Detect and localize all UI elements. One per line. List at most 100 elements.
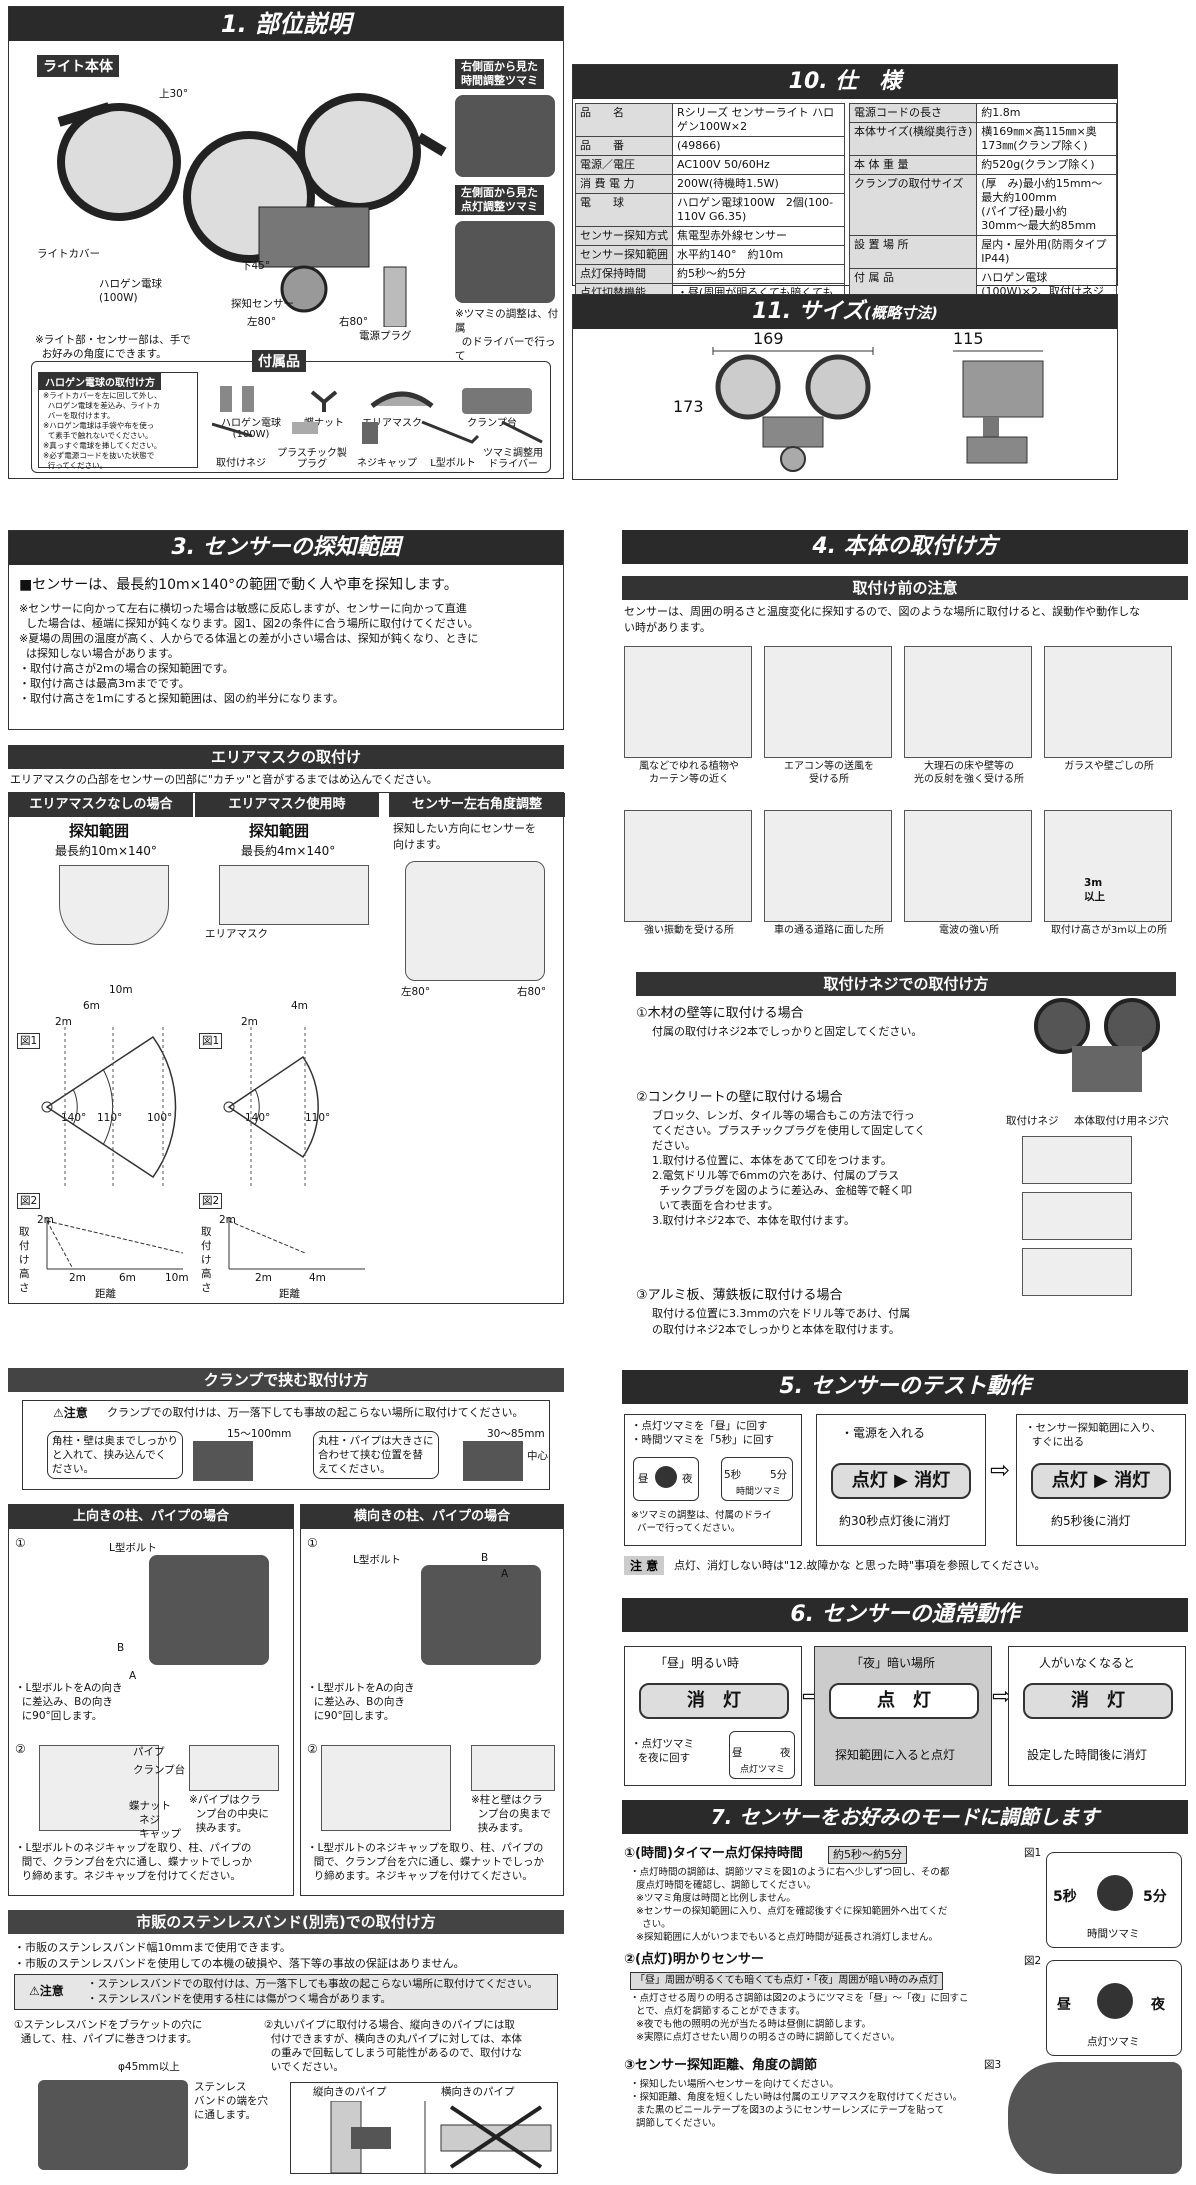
mask-title: エリアマスクの取付け (8, 745, 564, 769)
spec-value: Rシリーズ センサーライト ハロゲン100W×2 (672, 103, 845, 137)
range-fan-right (223, 1027, 319, 1187)
noone-label: 人がいなくなると (1039, 1656, 1136, 1670)
t2-tag: 「昼」周囲が明るくても暗くても点灯・「夜」周囲が暗い時のみ点灯 (630, 1972, 944, 1990)
cover-label: ライトカバー (37, 248, 100, 260)
band-section: 市販のステンレスバンド(別売)での取付け方 ・市販のステンレスバンド幅10mmま… (8, 1910, 564, 2178)
section-7-title: 7. センサーをお好みのモードに調節します (622, 1800, 1188, 1834)
clamp-tip-1: 角柱・壁は奥までしっかり と入れて、挟み込んでく ださい。 (47, 1431, 183, 1479)
place-illustration (764, 646, 892, 758)
range2-sub: 最長約4m×140° (241, 844, 336, 858)
side-step-1: ・L型ボルトをAの向き に差込み、Bの向き に90°回します。 (307, 1682, 415, 1722)
knob-5m: 5分 (770, 1469, 788, 1481)
col-adjust: センサー左右角度調整 (389, 793, 565, 817)
knob-5s: 5秒 (724, 1469, 742, 1481)
angle-right-label: 右80° (339, 316, 369, 328)
sensor-label: 探知センサー (231, 298, 294, 310)
wall-mount-illustration (1034, 998, 1160, 1092)
left-side-illustration (455, 221, 555, 303)
spec-value: (厚 み)最小約15mm〜最大約100mm (パイプ径)最小約30mm〜最大約8… (976, 174, 1117, 236)
side-view-left (46, 1217, 184, 1270)
test-step-3-text: ・センサー探知範囲に入り、 すぐに出る (1025, 1422, 1162, 1448)
up-pipe-detail (189, 1745, 279, 1791)
main-body-label: ライト本体 (37, 55, 119, 77)
bright-label: 「昼」明るい時 (655, 1656, 740, 1670)
tape-figure (1008, 2062, 1182, 2174)
t2-text: ・点灯させる周りの明るさ調節は図2のようにツマミを「昼」〜「夜」に回すこ とで、… (630, 1993, 969, 2043)
test-onoff-1: 点灯 ▶ 消灯 (831, 1463, 971, 1499)
fig1-label: 図1 (1024, 1847, 1042, 1859)
range1-sub: 最長約10m×140° (55, 844, 157, 858)
plug-step-2 (1022, 1192, 1132, 1240)
place-illustration (624, 810, 752, 922)
fig2-label: 図2 (1024, 1955, 1042, 1967)
up-pipe-illustration (39, 1745, 159, 1831)
section-11-title-text: 11. サイズ (752, 299, 865, 324)
spec-key: 品 番 (575, 136, 673, 156)
spec-value: 水平約140° 約10m (672, 245, 845, 265)
height-2m: 2m (37, 1214, 54, 1226)
x-6m: 6m (119, 1272, 136, 1284)
after-5s: 約5秒後に消灯 (1051, 1514, 1131, 1528)
fig3-label: 図3 (984, 2059, 1002, 2071)
band-pipe-illustration (330, 2101, 552, 2173)
clamp-section: クランプで挟む取付け方 ⚠注意 クランプでの取付けは、万一落下しても事故の起こら… (8, 1368, 564, 1898)
range-fan-left (41, 1027, 177, 1187)
rotate-note: ※ライト部・センサー部は、手で お好みの角度にできます。 (35, 334, 191, 360)
spec-left-row: 品 番(49866) (575, 136, 845, 156)
place-illustration (624, 646, 752, 758)
up-a: A (129, 1670, 137, 1682)
dial-icon (655, 1466, 677, 1488)
distance-label: 距離 (95, 1288, 116, 1300)
section-4-title: 4. 本体の取付け方 (622, 530, 1188, 564)
test-step-3: ・センサー探知範囲に入り、 すぐに出る 点灯 ▶ 消灯 約5秒後に消灯 (1016, 1414, 1186, 1546)
spec-right-row: 設 置 場 所屋内・屋外用(防雨タイプ IP44) (848, 235, 1117, 269)
spec-right-row: クランプの取付サイズ(厚 み)最小約15mm〜最大約100mm (パイプ径)最小… (848, 174, 1117, 236)
sideways-title: 横向きの柱、パイプの場合 (301, 1505, 563, 1529)
band-label: ステンレス バンドの端を穴 に通します。 (194, 2081, 269, 2121)
place-caption: 強い振動を受ける所 (644, 925, 734, 936)
angle-left-label: 左80° (247, 316, 277, 328)
section-4-install: 4. 本体の取付け方 取付け前の注意 センサーは、周囲の明るさと温度変化に探知す… (622, 530, 1188, 1340)
test-note-text: 点灯、消灯しない時は"12.故障かな と思った時"事項を参照してください。 (674, 1559, 1046, 1572)
x-2m: 2m (69, 1272, 86, 1284)
spec-left-row: センサー探知方式焦電型赤外線センサー (575, 226, 845, 246)
section-3-range: 3. センサーの探知範囲 ■センサーは、最長約10m×140°の範囲で動く人や車… (8, 530, 564, 730)
normal-knob-label: 点灯ツマミ (740, 1765, 786, 1775)
x-2m-b: 2m (255, 1272, 272, 1284)
height-dim: 173 (673, 397, 704, 416)
spec-key: 消 費 電 力 (575, 174, 673, 194)
spec-value: 約1.8m (976, 103, 1117, 123)
clamp-tip-2: 丸柱・パイプは大きさに 合わせて挟む位置を替 えてください。 (313, 1431, 439, 1479)
place-illustration (904, 810, 1032, 922)
angle-up-label: 上30° (159, 88, 189, 100)
test-note-tag: 注 意 (624, 1556, 665, 1575)
up-cap: ネジ キャップ (139, 1814, 181, 1840)
wood-text: 付属の取付けネジ2本でしっかりと固定してください。 (652, 1025, 923, 1038)
clamp-caution-text: クランプでの取付けは、万一落下しても事故の起こらない場所に取付けてください。 (107, 1406, 524, 1419)
normal-knob-night: 夜 (780, 1747, 791, 1759)
spec-key: 品 名 (575, 103, 673, 137)
clamp-size-1: 15〜100mm (227, 1428, 292, 1440)
side-pole-detail (471, 1745, 555, 1791)
height-2m-b: 2m (219, 1214, 236, 1226)
normal-step-1: 「昼」明るい時 消 灯 ・点灯ツマミ を夜に回す 昼 夜 点灯ツマミ (624, 1646, 802, 1786)
bulb-label: ハロゲン電球 (100W) (99, 278, 162, 304)
place-illustration (764, 810, 892, 922)
angle-down-label: 下45° (241, 260, 271, 272)
place-caption: エアコン等の送風を 受ける所 (784, 761, 874, 785)
concrete-text: ブロック、レンガ、タイル等の場合もこの方法で行っ てください。プラスチックプラグ… (652, 1109, 926, 1227)
dark-label: 「夜」暗い場所 (851, 1656, 936, 1670)
side-a: A (501, 1568, 509, 1580)
fig2-night: 夜 (1151, 1997, 1165, 2013)
spec-value: (49866) (672, 136, 845, 156)
time-dial-icon (1097, 1875, 1133, 1911)
up-n2: ② (15, 1742, 26, 1756)
section-11-title-note: (概略寸法) (864, 304, 938, 322)
up-pipe-note: ※パイプはクラ ンプ台の中央に 挟みます。 (189, 1794, 269, 1834)
spec-right-row: 本 体 重 量約520g(クランプ除く) (848, 155, 1117, 175)
side-b: B (481, 1552, 489, 1564)
place-caption: ガラスや壁ごしの所 (1064, 761, 1154, 772)
height-label-b: 取付け高さ (201, 1226, 212, 1294)
dim-4m: 4m (291, 1000, 308, 1012)
side-step-2: ・L型ボルトのネジキャップを取り、柱、パイプの 間で、クランプ台を穴に通し、蝶ナ… (307, 1842, 544, 1882)
